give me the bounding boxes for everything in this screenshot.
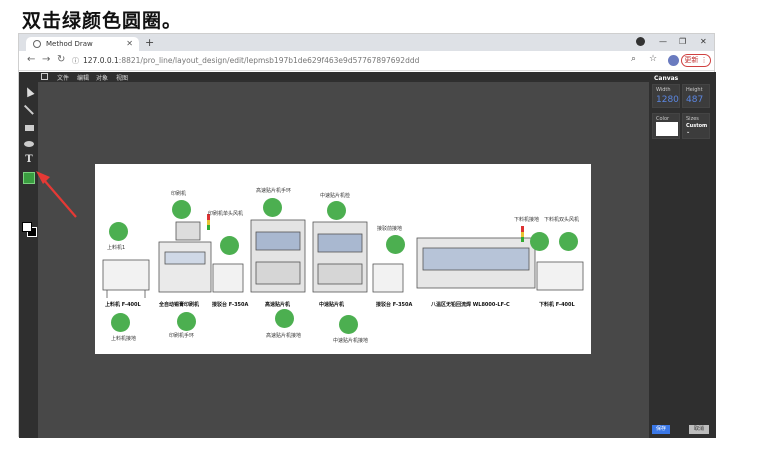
green-circle-marker[interactable] [220, 236, 239, 255]
method-draw-app: 文件 编辑 对象 视图 T [19, 72, 716, 438]
info-icon[interactable]: ⓘ [72, 57, 79, 65]
rectangle-tool-icon[interactable] [23, 122, 35, 134]
canvas-properties-panel: Canvas Width 1280 Height 487 Color Sizes… [649, 72, 716, 438]
update-button[interactable]: 更新 ⋮ [681, 54, 711, 67]
label-mid-speed: 中速贴片机检 [320, 193, 351, 199]
label-loader-1: 上料机1 [107, 245, 126, 251]
green-circle-marker[interactable] [177, 312, 196, 331]
label-unloader-fan: 下料机双头风机 [544, 217, 580, 223]
close-window-button[interactable]: ✕ [700, 37, 707, 46]
label-high-speed-band: 高速贴片机手环 [256, 188, 292, 194]
save-button[interactable]: 保存 [652, 425, 670, 434]
line-tool-icon[interactable] [23, 104, 35, 116]
menu-object[interactable]: 对象 [96, 75, 109, 82]
station-reflow-oven: 八温区无铅回流焊 WL8000-LF-C [431, 302, 510, 308]
address-bar: ← → ↻ ⓘ 127.0.0.1:8821/pro_line/layout_d… [19, 51, 714, 71]
green-circle-marker[interactable] [327, 201, 346, 220]
maximize-button[interactable]: ❐ [679, 37, 687, 46]
production-line-illustration [102, 214, 584, 298]
sizes-field[interactable]: Sizes Custom ⌄ [682, 113, 710, 139]
tool-palette: T [19, 82, 38, 438]
canvas-color-swatch[interactable] [656, 122, 678, 136]
station-high-speed: 高速贴片机 [265, 302, 291, 308]
panel-title: Canvas [654, 75, 679, 82]
green-circle-marker[interactable] [339, 315, 358, 334]
select-tool-icon[interactable] [23, 85, 35, 98]
menu-file[interactable]: 文件 [57, 75, 70, 82]
bookmark-star-icon[interactable]: ☆ [649, 54, 658, 64]
reload-icon[interactable]: ↻ [57, 54, 66, 65]
green-circle-marker[interactable] [386, 235, 405, 254]
label-conveyor-ground: 接驳前接地 [377, 226, 403, 232]
green-circle-marker[interactable] [109, 222, 128, 241]
station-mid-speed: 中速贴片机 [319, 302, 345, 308]
green-circle-marker[interactable] [111, 313, 130, 332]
drawing-canvas[interactable]: 印刷机 印刷机单头风机 高速贴片机手环 中速贴片机检 上料机1 接驳前接地 下料… [95, 164, 591, 354]
green-circle-marker[interactable] [530, 232, 549, 251]
browser-window: Method Draw ✕ + — ❐ ✕ ← → ↻ ⓘ 127.0.0.1:… [18, 33, 716, 438]
menu-edit[interactable]: 编辑 [77, 75, 90, 82]
label-loader-ground: 上料机接地 [111, 336, 137, 342]
close-tab-icon[interactable]: ✕ [126, 39, 133, 48]
new-tab-button[interactable]: + [145, 36, 155, 49]
station-unloader: 下料机 F-400L [539, 302, 575, 308]
label-printer-band: 印刷机手环 [169, 333, 195, 339]
cancel-button[interactable]: 取消 [689, 425, 709, 434]
ellipse-tool-icon[interactable] [23, 138, 35, 150]
logo-icon [41, 73, 48, 80]
label-unloader-ground: 下料机接地 [514, 217, 540, 223]
back-icon[interactable]: ← [27, 54, 36, 65]
menu-view[interactable]: 视图 [116, 75, 129, 82]
tab-bar: Method Draw ✕ + — ❐ ✕ [19, 34, 714, 51]
menu-bar: 文件 编辑 对象 视图 [19, 72, 649, 82]
green-circle-tool[interactable] [23, 172, 35, 184]
green-circle-marker[interactable] [275, 309, 294, 328]
forward-icon[interactable]: → [42, 54, 51, 65]
label-printer-fan: 印刷机单头风机 [208, 211, 244, 217]
stroke-color-swatch[interactable] [27, 227, 37, 237]
station-conveyor-2: 接驳台 F-350A [376, 302, 413, 308]
label-high-speed-ground: 高速贴片机接地 [266, 333, 302, 339]
green-circle-marker[interactable] [172, 200, 191, 219]
instruction-heading: 双击绿颜色圆圈。 [22, 10, 183, 32]
green-circle-marker[interactable] [559, 232, 578, 251]
label-printer: 印刷机 [171, 191, 187, 197]
record-icon[interactable] [636, 37, 645, 46]
station-loader: 上料机 F-400L [105, 302, 141, 308]
globe-icon [33, 40, 41, 48]
fill-color-swatch[interactable] [22, 222, 32, 232]
url-field[interactable]: 127.0.0.1:8821/pro_line/layout_design/ed… [83, 56, 420, 65]
station-conveyor-1: 接驳台 F-350A [212, 302, 249, 308]
green-circle-marker[interactable] [263, 198, 282, 217]
canvas-stage: 印刷机 印刷机单头风机 高速贴片机手环 中速贴片机检 上料机1 接驳前接地 下料… [38, 82, 649, 438]
sizes-select[interactable]: Custom ⌄ [686, 123, 708, 135]
tab-title: Method Draw [46, 40, 93, 48]
text-tool-icon[interactable]: T [25, 154, 33, 165]
width-field[interactable]: Width 1280 [652, 84, 680, 108]
profile-avatar[interactable] [668, 55, 679, 66]
label-mid-speed-ground: 中速贴片机接地 [333, 338, 369, 344]
height-field[interactable]: Height 487 [682, 84, 710, 108]
zoom-icon[interactable]: ⌕ [631, 54, 637, 64]
color-field[interactable]: Color [652, 113, 680, 139]
tab-method-draw[interactable]: Method Draw ✕ [26, 37, 139, 51]
station-printer: 全自动锡膏印刷机 [159, 302, 200, 308]
minimize-button[interactable]: — [659, 37, 667, 46]
